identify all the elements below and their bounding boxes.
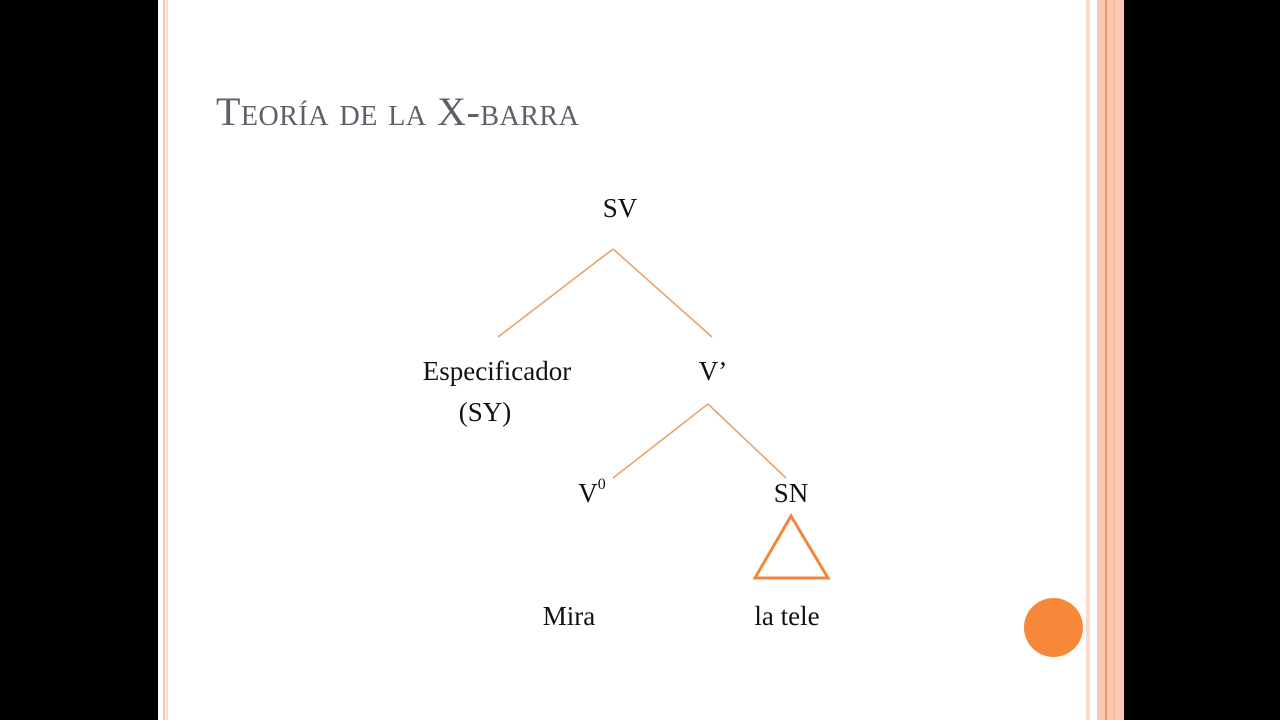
node-v0: V0 (578, 476, 606, 509)
slide: Teoría de la X-barra SV Especificador (S… (158, 0, 1124, 720)
node-sv: SV (602, 193, 638, 223)
triangle-icon (752, 513, 831, 580)
leaf-mira: Mira (542, 601, 596, 631)
node-specifier: Especificador (422, 356, 572, 386)
right-border-stripe (1086, 0, 1090, 720)
node-v0-sup: 0 (597, 476, 606, 493)
node-v0-label: V (578, 478, 598, 508)
right-border-line (1113, 0, 1115, 720)
left-border-stripe (166, 0, 168, 720)
left-border-stripe (163, 0, 165, 720)
branch-vbar-sn (707, 403, 787, 479)
branch-vbar-v0 (612, 403, 709, 479)
node-sn: SN (773, 478, 809, 508)
syntax-tree-lines (497, 248, 831, 580)
node-vbar: V’ (698, 356, 728, 386)
orange-circle-icon (1024, 598, 1083, 657)
right-border-line (1105, 0, 1107, 720)
node-specifier-sub: (SY) (458, 397, 512, 427)
leaf-la-tele: la tele (754, 601, 820, 631)
slide-title: Teoría de la X-barra (216, 89, 580, 134)
branch-sv-vbar (612, 248, 713, 338)
branch-sv-spec (497, 248, 614, 338)
right-border-band (1097, 0, 1124, 720)
